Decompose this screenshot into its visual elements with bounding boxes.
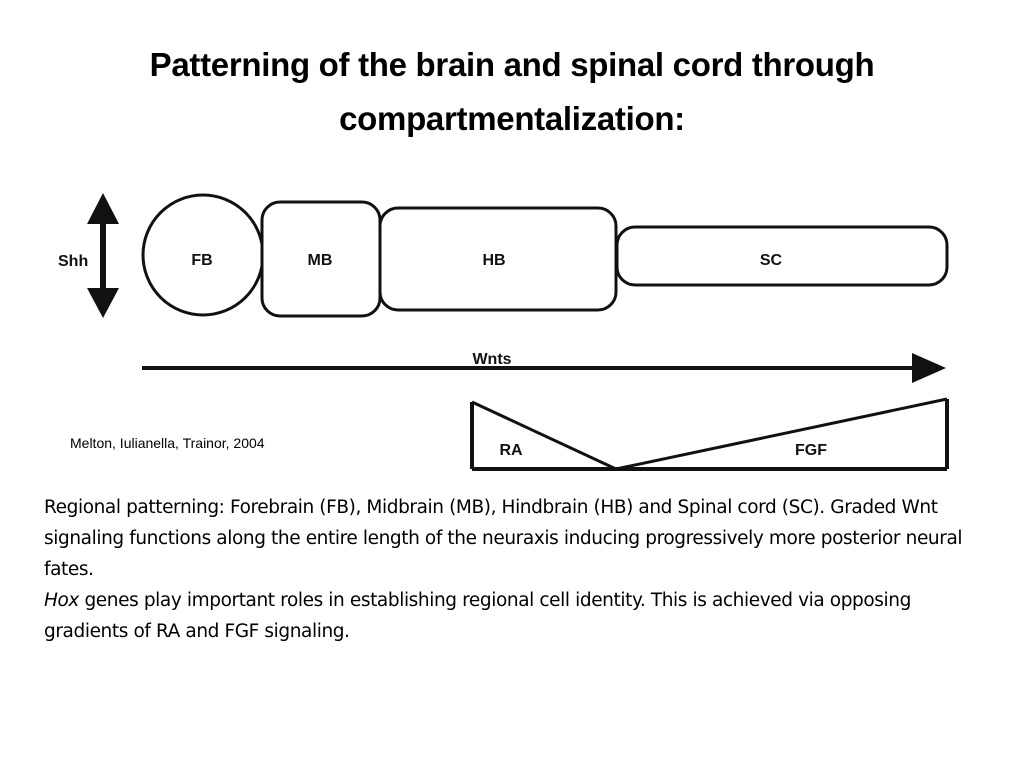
citation: Melton, Iulianella, Trainor, 2004: [70, 435, 265, 451]
shh-label: Shh: [58, 253, 88, 270]
wnts-arrow: [142, 353, 946, 383]
region-label-fb: FB: [191, 252, 212, 269]
ra-label: RA: [499, 442, 523, 459]
paragraph-regional-patterning: Regional patterning: Forebrain (FB), Mid…: [44, 497, 963, 580]
paragraph-hox-genes: Hox genes play important roles in establ…: [44, 585, 994, 647]
region-label-sc: SC: [760, 252, 783, 269]
ra-fgf-gradients: [470, 397, 949, 471]
spinal-cord-compartment: [615, 225, 949, 287]
hox-rest: genes play important roles in establishi…: [44, 590, 911, 642]
slide-title: Patterning of the brain and spinal cord …: [149, 46, 875, 137]
shh-double-arrow: [87, 193, 119, 318]
fgf-label: FGF: [795, 442, 827, 459]
hox-italic: Hox: [44, 590, 79, 611]
wnts-label: Wnts: [472, 351, 511, 368]
region-label-hb: HB: [482, 252, 505, 269]
body-text: Regional patterning: Forebrain (FB), Mid…: [44, 492, 994, 647]
region-label-mb: MB: [308, 252, 333, 269]
